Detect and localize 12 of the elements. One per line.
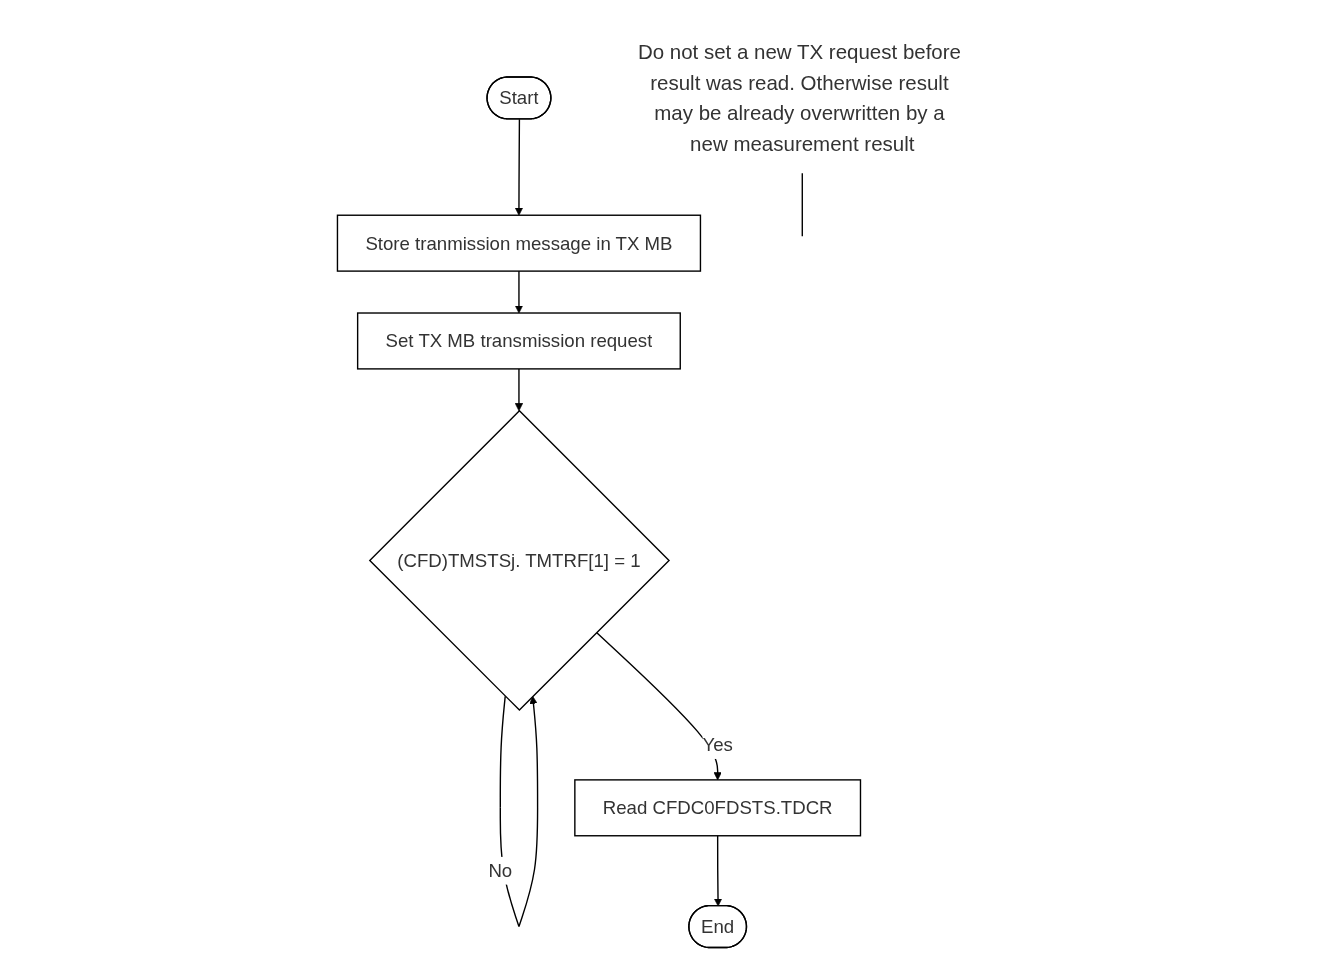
connector — [801, 172, 803, 237]
node-text: Do not set a new TX request before result was read. Otherwise result may be already overwritten by a new measurement result — [637, 39, 961, 156]
edge-label: Yes — [702, 734, 733, 755]
arrow — [514, 367, 523, 411]
edge-label: No — [488, 859, 513, 881]
arrow — [514, 269, 523, 313]
arrow — [713, 834, 722, 906]
node-box: Set TX MB transmission request — [356, 311, 681, 370]
node-box: Read CFDC0FDSTS.TDCR — [574, 778, 862, 836]
arrow — [514, 118, 523, 216]
node-diamond: (CFD)TMSTSj. TMTRF[1] = 1 — [368, 409, 670, 711]
node-box: Store tranmission message in TX MB — [336, 214, 701, 272]
